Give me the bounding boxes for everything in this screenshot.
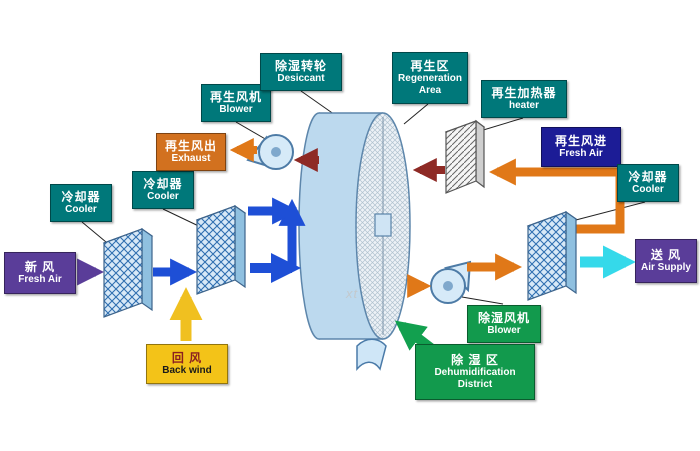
- label-air-supply-zh: 送 风: [650, 248, 682, 263]
- label-cooler-1: 冷却器 Cooler: [50, 184, 112, 222]
- label-cooler-1-en: Cooler: [65, 204, 97, 216]
- label-cooler-3-zh: 冷却器: [628, 170, 668, 185]
- label-back-wind-en: Back wind: [162, 365, 212, 377]
- label-desiccant-en: Desiccant: [277, 73, 325, 85]
- watermark: xt: [346, 286, 359, 301]
- label-fresh-air-in-en: Fresh Air: [18, 274, 62, 286]
- wheel-layer-icon: [356, 338, 387, 371]
- label-cooler-3-en: Cooler: [632, 184, 664, 196]
- cooler-1-unit: [102, 227, 154, 318]
- label-cooler-2: 冷却器 Cooler: [132, 171, 194, 209]
- label-heater-en: heater: [508, 100, 539, 112]
- heater-unit: [444, 119, 486, 194]
- label-dehumid-district: 除 湿 区 Dehumidification District: [415, 344, 535, 400]
- label-heater: 再生加热器 heater: [481, 80, 567, 118]
- label-regen-fresh-air-zh: 再生风进: [554, 134, 607, 149]
- label-exhaust: 再生风出 Exhaust: [156, 133, 226, 171]
- label-heater-zh: 再生加热器: [491, 86, 557, 101]
- desiccant-wheel: [298, 112, 411, 340]
- label-dehumid-district-en: Dehumidification District: [434, 367, 516, 391]
- dehumid-blower-hub: [443, 281, 453, 291]
- label-dehumid-district-zh: 除 湿 区: [451, 353, 499, 368]
- label-back-wind: 回 风 Back wind: [146, 344, 228, 384]
- label-regen-fresh-air-en: Fresh Air: [559, 148, 603, 160]
- label-air-supply-en: Air Supply: [640, 262, 691, 274]
- label-cooler-2-zh: 冷却器: [143, 177, 183, 192]
- label-regen-fresh-air: 再生风进 Fresh Air: [541, 127, 621, 167]
- connector-regen-area: [403, 103, 429, 125]
- label-regen-area-zh: 再生区: [410, 59, 450, 74]
- label-dehumid-blower: 除湿风机 Blower: [467, 305, 541, 343]
- connector-cooler-3: [571, 201, 646, 222]
- label-regen-blower: 再生风机 Blower: [201, 84, 271, 122]
- label-back-wind-zh: 回 风: [171, 351, 203, 366]
- label-dehumid-blower-en: Blower: [487, 325, 521, 337]
- cooler-2-unit: [195, 204, 247, 295]
- label-cooler-1-zh: 冷却器: [61, 190, 101, 205]
- regen-blower-hub: [271, 147, 281, 157]
- label-connectors: [81, 90, 646, 305]
- label-desiccant: 除湿转轮 Desiccant: [260, 53, 342, 91]
- connector-dehumid-blower: [461, 296, 504, 305]
- label-dehumid-blower-zh: 除湿风机: [477, 311, 530, 326]
- wheel-hub: [374, 213, 392, 237]
- label-air-supply: 送 风 Air Supply: [635, 239, 697, 283]
- label-exhaust-en: Exhaust: [171, 153, 211, 165]
- label-regen-blower-zh: 再生风机: [209, 90, 262, 105]
- label-cooler-3: 冷却器 Cooler: [617, 164, 679, 202]
- label-desiccant-zh: 除湿转轮: [274, 59, 327, 74]
- label-fresh-air-in-zh: 新 风: [24, 260, 56, 275]
- label-cooler-2-en: Cooler: [147, 191, 179, 203]
- connector-heater: [479, 117, 524, 132]
- label-regen-area-en: Regeneration Area: [398, 73, 462, 97]
- connector-regen-blower: [235, 121, 268, 141]
- label-regen-blower-en: Blower: [219, 104, 253, 116]
- label-regen-area: 再生区 Regeneration Area: [392, 52, 468, 104]
- cooler-3-unit: [526, 210, 578, 301]
- dehumid-blower-fan: [430, 260, 472, 304]
- label-fresh-air-in: 新 风 Fresh Air: [4, 252, 76, 294]
- label-exhaust-zh: 再生风出: [164, 139, 217, 154]
